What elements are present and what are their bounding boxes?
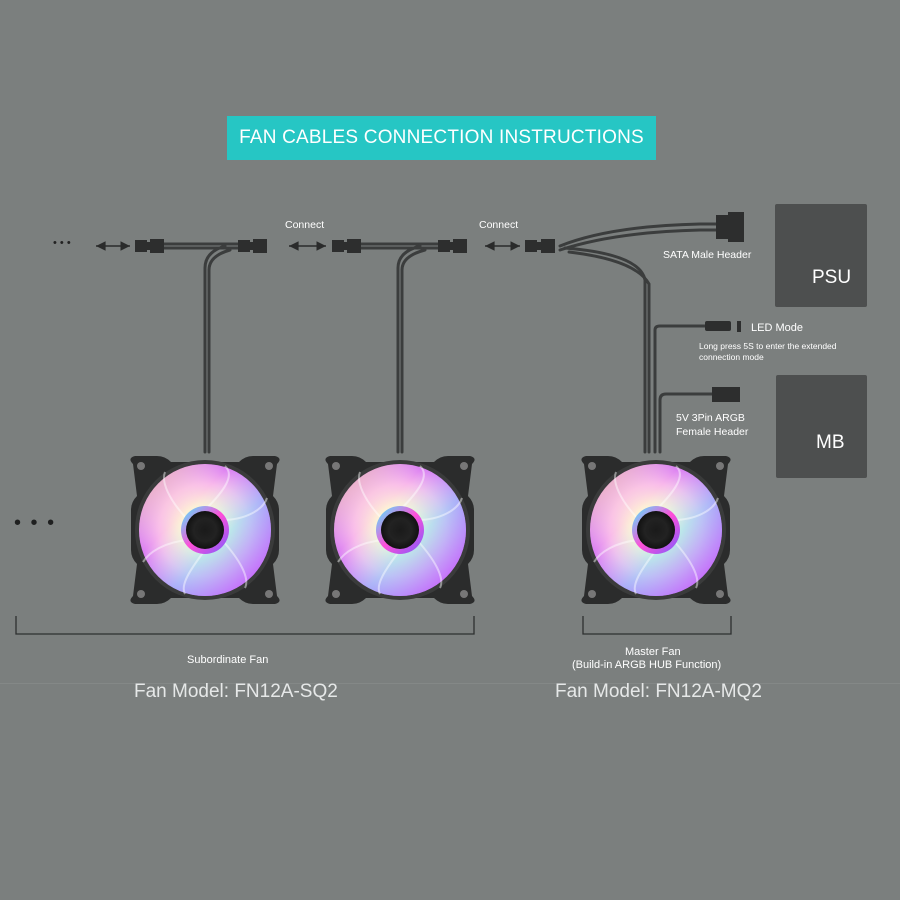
argb-header-line1: 5V 3Pin ARGB	[676, 412, 745, 424]
mb-box: MB	[776, 375, 867, 478]
sata-label: SATA Male Header	[663, 249, 752, 261]
psu-label: PSU	[812, 267, 852, 288]
argb-connector-icon	[712, 387, 740, 402]
master-fan-model: Fan Model: FN12A-MQ2	[555, 681, 762, 702]
fan-1-icon	[129, 455, 281, 605]
page-title: FAN CABLES CONNECTION INSTRUCTIONS	[227, 116, 656, 160]
divider	[0, 683, 900, 684]
led-mode-note-line1: Long press 5S to enter the extended	[699, 341, 837, 351]
ellipsis-left: • • •	[14, 512, 57, 534]
subordinate-fan-model: Fan Model: FN12A-SQ2	[134, 681, 338, 702]
master-fan-icon	[580, 455, 732, 605]
argb-header-line2: Female Header	[676, 426, 749, 438]
subordinate-fan-label: Subordinate Fan	[187, 654, 269, 666]
master-fan-label-line2: (Build-in ARGB HUB Function)	[572, 659, 722, 671]
master-fan-label-line1: Master Fan	[625, 646, 681, 658]
led-mode-note-line2: connection mode	[699, 352, 764, 362]
psu-box: PSU	[775, 204, 867, 307]
mb-label: MB	[816, 432, 845, 453]
sata-connector-icon	[716, 212, 744, 242]
led-mode-connector-icon	[705, 321, 741, 332]
led-mode-title: LED Mode	[751, 322, 803, 334]
fan-2-icon	[324, 455, 476, 605]
connect-label-1: Connect	[285, 219, 325, 231]
ellipsis-top: • • •	[53, 237, 71, 249]
connect-label-2: Connect	[479, 219, 519, 231]
